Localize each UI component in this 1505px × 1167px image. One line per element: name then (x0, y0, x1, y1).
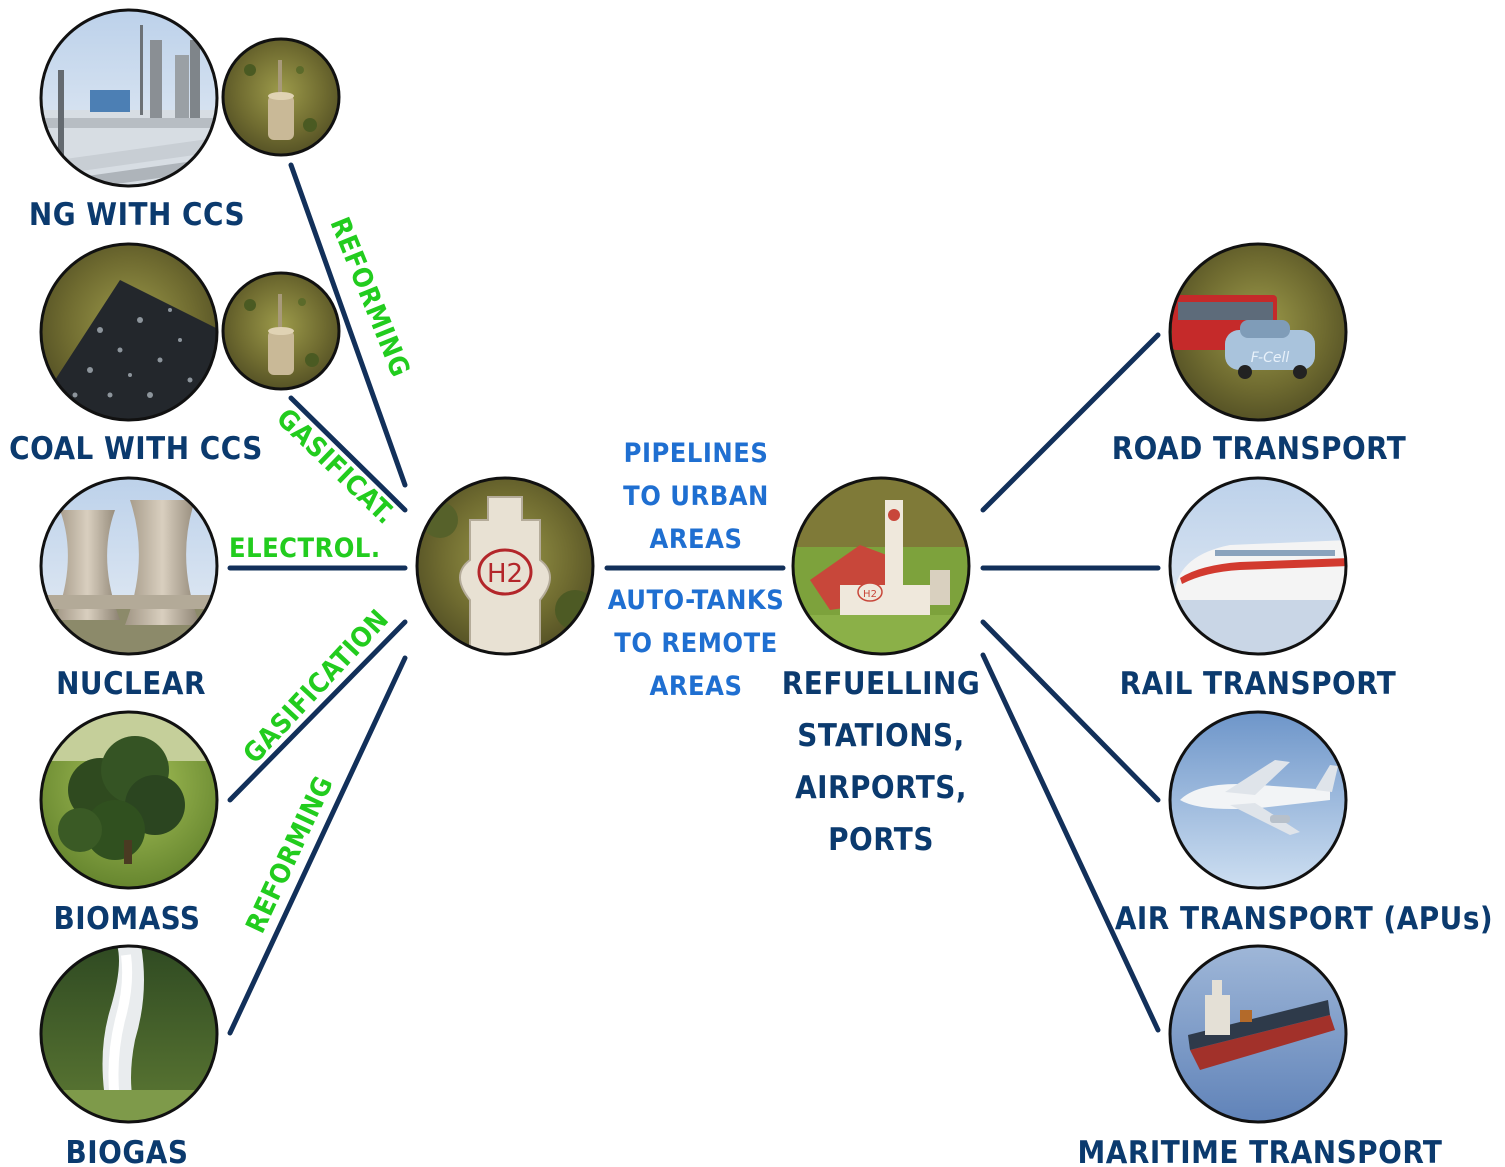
station-line-4: PORTS (828, 822, 934, 858)
biomass-image (39, 710, 219, 890)
pipelines-line-2: TO URBAN (623, 481, 769, 512)
auto-tanks-label: AUTO-TANKS TO REMOTE AREAS (608, 585, 784, 702)
line-biomass-to-hub (227, 619, 408, 803)
maritime-transport-image (1168, 944, 1348, 1124)
electrolysis-label: ELECTROL. (229, 533, 381, 564)
coal-storage-image (221, 271, 341, 391)
line-station-to-road (980, 332, 1161, 513)
pipelines-line-3: AREAS (650, 524, 743, 555)
ng-plant-image (39, 8, 219, 188)
maritime-transport-label: MARITIME TRANSPORT (1078, 1135, 1443, 1167)
air-transport-image (1168, 710, 1348, 890)
biomass-label: BIOMASS (54, 901, 201, 937)
road-transport-image: F-Cell (1168, 242, 1348, 422)
line-station-to-air (980, 619, 1161, 803)
biogas-label: BIOGAS (66, 1135, 189, 1167)
station-line-2: STATIONS, (797, 718, 965, 754)
line-coal-to-hub (288, 395, 408, 513)
refuelling-station-image: H2 (791, 476, 971, 656)
biogas-image (39, 944, 219, 1124)
reforming-biogas-label: REFORMING (240, 771, 340, 937)
nuclear-label: NUCLEAR (56, 666, 206, 702)
station-line-1: REFUELLING (782, 666, 980, 702)
ng-with-ccs-label: NG WITH CCS (29, 197, 245, 233)
gasification-biomass-label: GASIFICATION (237, 604, 395, 770)
line-station-to-maritime (980, 652, 1161, 1033)
station-line-3: AIRPORTS, (795, 770, 967, 806)
line-ng-to-hub (288, 162, 408, 488)
line-biogas-to-hub (227, 655, 408, 1036)
tanks-line-3: AREAS (650, 671, 743, 702)
ng-storage-image (221, 37, 341, 157)
coal-with-ccs-label: COAL WITH CCS (9, 431, 263, 467)
rail-transport-image (1168, 476, 1348, 656)
air-transport-label: AIR TRANSPORT (APUs) (1115, 901, 1493, 937)
pipelines-line-1: PIPELINES (624, 438, 769, 469)
tanks-line-2: TO REMOTE (614, 628, 777, 659)
road-transport-label: ROAD TRANSPORT (1112, 431, 1407, 467)
nuclear-image (39, 476, 219, 656)
hydrogen-hub-image: H2 (415, 476, 595, 656)
coal-image (39, 242, 219, 422)
tanks-line-1: AUTO-TANKS (608, 585, 784, 616)
hub-h2-sign-text: H2 (487, 559, 523, 589)
refuelling-stations-label: REFUELLING STATIONS, AIRPORTS, PORTS (782, 666, 980, 858)
rail-transport-label: RAIL TRANSPORT (1120, 666, 1397, 702)
road-car-text: F-Cell (1251, 350, 1290, 366)
connector-lines (227, 162, 1161, 1036)
station-h2-sign-text: H2 (863, 589, 877, 600)
pipelines-label: PIPELINES TO URBAN AREAS (623, 438, 769, 555)
